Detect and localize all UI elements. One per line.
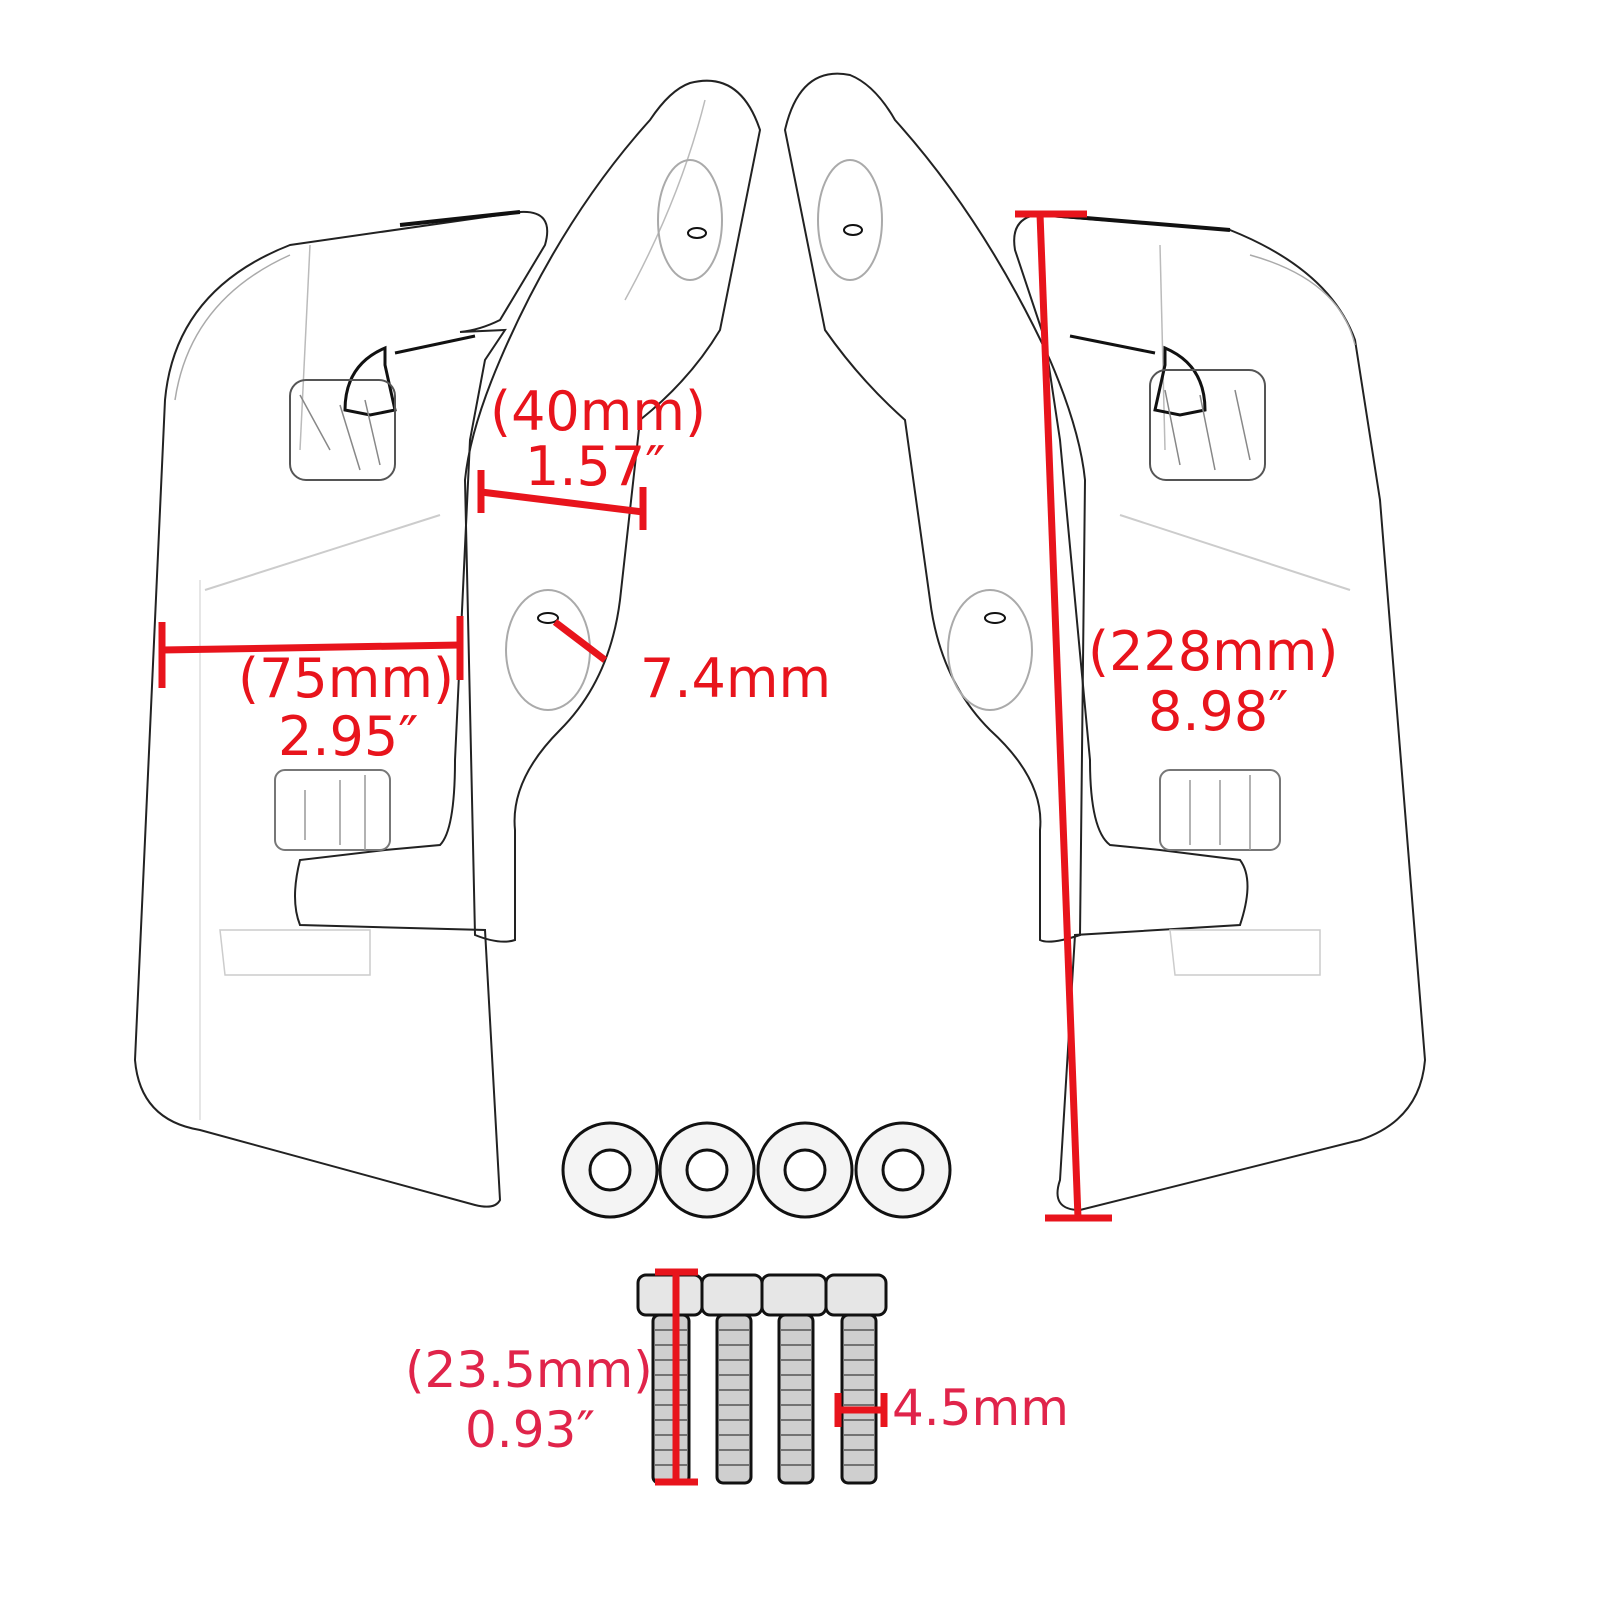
bolt-diameter-label: 4.5mm (892, 1379, 1069, 1437)
hole-diameter-label: 7.4mm (640, 647, 832, 710)
socket-head-bolts (636, 1273, 888, 1485)
bolt-length-imperial-label: 0.93″ (465, 1401, 596, 1459)
dimension-lines (158, 210, 1112, 1486)
right-inner-deflector (783, 72, 1087, 943)
bolt-length-metric-label: (23.5mm) (405, 1341, 653, 1399)
dim-hole-diameter (552, 619, 608, 663)
panel-height-imperial-label: 8.98″ (1148, 680, 1289, 743)
deflector-width-imperial-label: 1.57″ (525, 435, 666, 498)
left-outer-panel (133, 210, 549, 1208)
panel-height-metric-label: (228mm) (1088, 620, 1339, 683)
dim-deflector-width (480, 488, 644, 516)
deflector-width-metric-label: (40mm) (490, 380, 707, 443)
dim-panel-height (1036, 213, 1082, 1219)
panel-width-metric-label: (75mm) (238, 647, 455, 710)
panel-width-imperial-label: 2.95″ (278, 705, 419, 768)
washers (561, 1121, 952, 1219)
dim-panel-width (161, 641, 461, 654)
